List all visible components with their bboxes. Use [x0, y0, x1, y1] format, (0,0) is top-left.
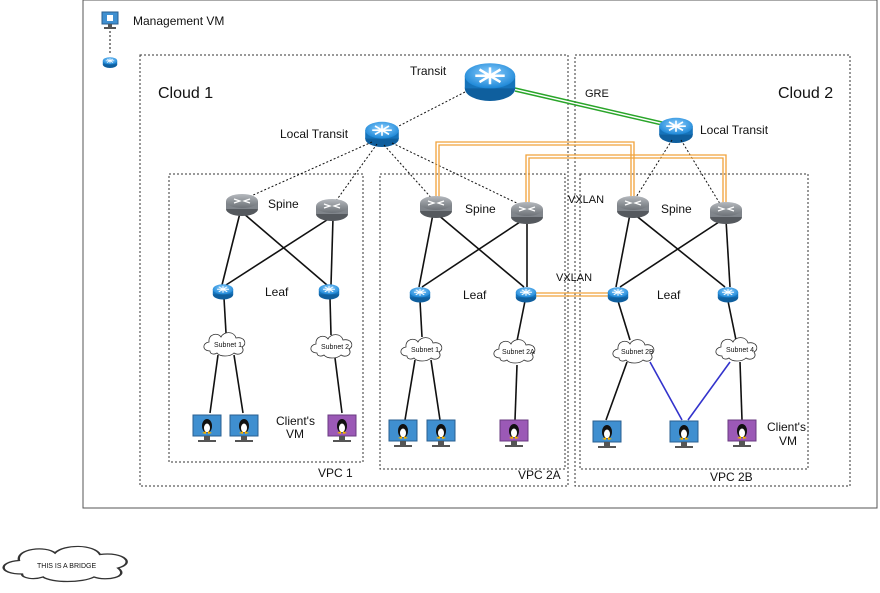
- vpc2a-box: [379, 173, 566, 470]
- vpc2b-spine-1-icon: [616, 195, 650, 219]
- vpc2a-spine-1-icon: [419, 195, 453, 219]
- management-router-icon: [102, 56, 118, 69]
- bridge-note-label: THIS IS A BRIDGE: [37, 563, 96, 570]
- vpc1-client-label-2: VM: [286, 427, 304, 441]
- gre-label: GRE: [585, 88, 609, 100]
- vpc2b-spine-label: Spine: [661, 202, 692, 216]
- vpc2b-vm-2-icon: [669, 420, 699, 449]
- vpc2b-subnet-4: Subnet 4: [715, 337, 758, 362]
- cloud2-label: Cloud 2: [778, 85, 833, 102]
- vpc1-leaf-1-icon: [212, 283, 234, 301]
- vxlan-bridge-label: VXLAN: [556, 272, 592, 284]
- local-transit-2-links: [632, 139, 723, 208]
- vpc2b-subnet-4-label: Subnet 4: [726, 347, 754, 354]
- vpc2b-leaf-2-icon: [717, 286, 739, 304]
- local-transit-1-links: [241, 141, 526, 208]
- vpc1-fabric-links: [209, 212, 343, 414]
- transit-to-local-transit-1: [394, 91, 466, 129]
- vpc1-spine-label: Spine: [268, 197, 299, 211]
- vpc2b-client-label-1: Client's: [767, 420, 806, 434]
- vpc2a-leaf-label: Leaf: [463, 288, 487, 302]
- vpc1-client-vm-icon: [327, 414, 357, 443]
- vpc2a-vm-1-icon: [388, 419, 418, 448]
- vpc1-label: VPC 1: [318, 466, 353, 480]
- vpc1-box: [168, 173, 364, 463]
- vpc2b-label: VPC 2B: [710, 470, 753, 484]
- cloud2-box: [574, 54, 851, 487]
- vpc1-subnet-1-label: Subnet 1: [214, 342, 242, 349]
- vpc2b-leaf-1-icon: [607, 286, 629, 304]
- vpc1-client-label-1: Client's: [276, 414, 315, 428]
- cloud1-label: Cloud 1: [158, 85, 213, 102]
- vpc1-subnet-2: Subnet 2: [310, 334, 353, 359]
- vpc2a-spine-label: Spine: [465, 202, 496, 216]
- local-transit-1-router-icon: [364, 120, 400, 148]
- management-vm-icon: [101, 11, 119, 29]
- cloud1-box: [139, 54, 569, 487]
- vpc2b-subnet-links-blue: [649, 361, 731, 421]
- gre-link-inner: [514, 90, 676, 129]
- vpc2a-subnet-1: Subnet 1: [400, 337, 443, 362]
- vpc2b-vm-1-icon: [592, 420, 622, 449]
- vpc2a-leaf-2-icon: [515, 286, 537, 304]
- local-transit-2-router-icon: [658, 116, 694, 144]
- vpc2b-leaf-label: Leaf: [657, 288, 681, 302]
- vpc2b-box: [579, 173, 809, 470]
- local-transit-2-label: Local Transit: [700, 123, 769, 137]
- vpc2a-fabric-links: [404, 213, 528, 421]
- vpc1-spine-1-icon: [225, 193, 259, 217]
- vpc1-leaf-2-icon: [318, 283, 340, 301]
- vpc2a-label: VPC 2A: [518, 468, 561, 482]
- transit-label: Transit: [410, 64, 447, 78]
- vpc1-spine-2-icon: [315, 198, 349, 222]
- vxlan-top-label: VXLAN: [568, 194, 604, 206]
- vpc1-leaf-label: Leaf: [265, 285, 289, 299]
- vpc2a-spine-2-icon: [510, 201, 544, 225]
- vpc2a-leaf-1-icon: [409, 286, 431, 304]
- vpc2b-subnet-2b: Subnet 2B: [612, 339, 655, 364]
- local-transit-1-label: Local Transit: [280, 127, 349, 141]
- vxlan-spine-links: [435, 141, 727, 205]
- vpc2a-vm-2-icon: [426, 419, 456, 448]
- vpc2a-subnet-1-label: Subnet 1: [411, 347, 439, 354]
- vpc2b-client-label-2: VM: [779, 434, 797, 448]
- vpc2a-subnet-2a: Subnet 2A: [493, 339, 536, 364]
- gre-link: [514, 87, 676, 126]
- vpc1-vm-2-icon: [229, 414, 259, 443]
- outer-frame: [82, 0, 878, 509]
- vpc2a-vm-3-icon: [499, 419, 529, 448]
- vpc1-subnet-1: Subnet 1: [203, 332, 246, 357]
- vpc1-vm-1-icon: [192, 414, 222, 443]
- vpc2b-client-vm-icon: [727, 419, 757, 448]
- transit-router-icon: [463, 61, 517, 103]
- vpc2a-subnet-2a-label: Subnet 2A: [502, 349, 535, 356]
- vpc2b-fabric-links: [605, 213, 743, 421]
- management-vm-label: Management VM: [133, 14, 224, 28]
- vxlan-leaf-link: [535, 292, 610, 297]
- vpc2b-subnet-2b-label: Subnet 2B: [621, 349, 654, 356]
- vpc1-subnet-2-label: Subnet 2: [321, 344, 349, 351]
- vpc2b-spine-2-icon: [709, 201, 743, 225]
